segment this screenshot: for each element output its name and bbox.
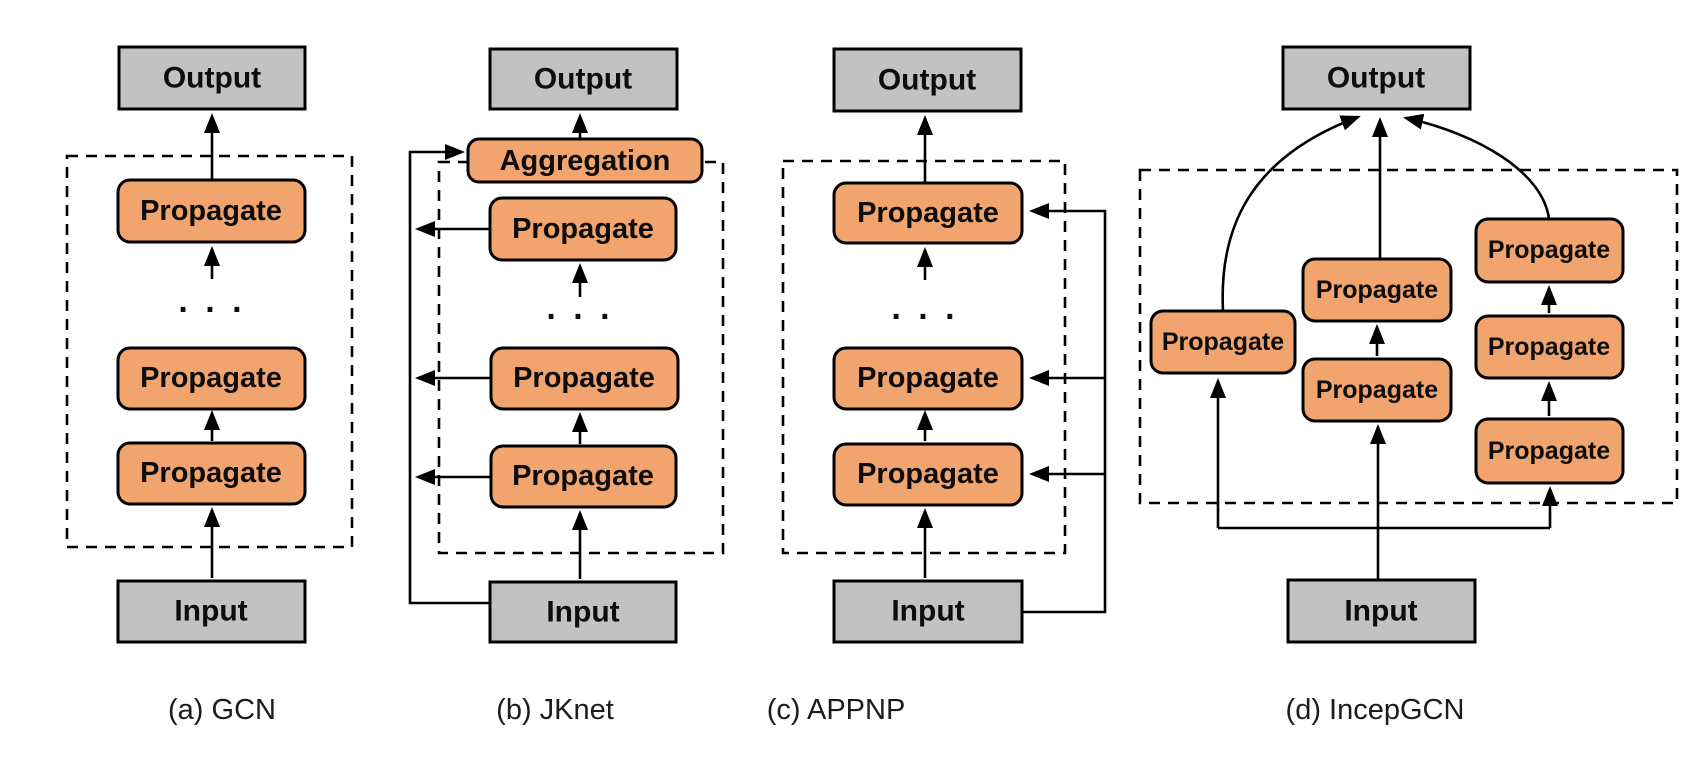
incepgcn-dashed-container bbox=[1138, 168, 1679, 505]
appnp-propagate-label-top: Propagate bbox=[857, 197, 999, 229]
jknet-output-box bbox=[488, 47, 679, 111]
jknet-input-box bbox=[488, 580, 678, 644]
gcn-ellipsis: . . . bbox=[178, 282, 245, 320]
incepgcn-input-box bbox=[1286, 578, 1477, 644]
incepgcn-right-propagate-box-bottom bbox=[1474, 417, 1625, 485]
appnp-output-label: Output bbox=[878, 64, 976, 97]
appnp-ellipsis: . . . bbox=[891, 289, 958, 327]
incepgcn-right-propagate-box-middle bbox=[1474, 314, 1625, 380]
jknet-aggregation-box bbox=[466, 137, 704, 184]
incepgcn-output-box bbox=[1281, 45, 1472, 111]
incepgcn-output-label: Output bbox=[1327, 62, 1425, 95]
appnp-output-box bbox=[832, 47, 1023, 113]
gcn-caption: (a) GCN bbox=[168, 694, 276, 726]
gcn-propagate-label-bottom: Propagate bbox=[140, 457, 282, 489]
incepgcn-right-propagate-label-top: Propagate bbox=[1488, 236, 1610, 264]
jknet-ellipsis: . . . bbox=[546, 289, 613, 327]
gcn-propagate-box-bottom bbox=[116, 441, 307, 506]
appnp-propagate-box-middle bbox=[832, 346, 1024, 411]
gcn-output-box bbox=[117, 45, 307, 111]
gcn-propagate-box-middle bbox=[116, 346, 307, 411]
jknet-propagate-label-bottom: Propagate bbox=[512, 460, 654, 492]
appnp-propagate-box-top bbox=[832, 181, 1024, 245]
jknet-output-label: Output bbox=[534, 63, 632, 96]
incepgcn-middle-propagate-box-upper bbox=[1301, 257, 1453, 323]
incepgcn-caption: (d) IncepGCN bbox=[1286, 694, 1465, 726]
appnp-propagate-box-bottom bbox=[832, 442, 1024, 507]
incepgcn-right-propagate-box-top bbox=[1474, 217, 1625, 284]
gcn-propagate-label-top: Propagate bbox=[140, 195, 282, 227]
jknet-aggregation-label: Aggregation bbox=[500, 145, 671, 177]
gcn-dashed-container bbox=[65, 154, 354, 549]
appnp-input-box bbox=[832, 579, 1024, 644]
gcn-propagate-box-top bbox=[116, 178, 307, 244]
appnp-propagate-label-middle: Propagate bbox=[857, 362, 999, 394]
panel-appnp: Output Propagate . . . Propagate Propaga… bbox=[767, 47, 1107, 726]
appnp-caption: (c) APPNP bbox=[767, 694, 906, 726]
jknet-propagate-label-middle: Propagate bbox=[513, 362, 655, 394]
appnp-feed-line-top bbox=[1022, 203, 1107, 614]
gcn-input-label: Input bbox=[174, 595, 247, 628]
appnp-propagate-label-bottom: Propagate bbox=[857, 458, 999, 490]
incepgcn-middle-propagate-label-upper: Propagate bbox=[1316, 276, 1438, 304]
panel-jknet: Output Aggregation Propagate . . . Propa… bbox=[408, 47, 725, 726]
jknet-input-label: Input bbox=[546, 596, 619, 629]
incepgcn-curved-arrow-left-branch bbox=[1221, 115, 1361, 312]
incepgcn-middle-propagate-label-lower: Propagate bbox=[1316, 376, 1438, 404]
jknet-feed-line-to-aggregation bbox=[408, 144, 490, 605]
appnp-input-label: Input bbox=[891, 595, 964, 628]
incepgcn-right-propagate-label-bottom: Propagate bbox=[1488, 437, 1610, 465]
gcn-output-label: Output bbox=[163, 62, 261, 95]
incepgcn-middle-propagate-box-lower bbox=[1301, 357, 1453, 423]
jknet-propagate-label-top: Propagate bbox=[512, 213, 654, 245]
incepgcn-input-label: Input bbox=[1344, 595, 1417, 628]
jknet-caption: (b) JKnet bbox=[496, 694, 614, 726]
panel-incepgcn: Output Propagate Propagate Propagate Pro… bbox=[1138, 45, 1679, 726]
incepgcn-left-propagate-label: Propagate bbox=[1162, 328, 1284, 356]
incepgcn-left-propagate-box bbox=[1149, 309, 1297, 375]
gcn-input-box bbox=[116, 579, 307, 644]
gcn-propagate-label-middle: Propagate bbox=[140, 362, 282, 394]
incepgcn-curved-arrow-right-branch bbox=[1403, 113, 1551, 220]
incepgcn-right-propagate-label-middle: Propagate bbox=[1488, 333, 1610, 361]
panel-gcn: Output Propagate . . . Propagate Propaga… bbox=[65, 45, 354, 726]
